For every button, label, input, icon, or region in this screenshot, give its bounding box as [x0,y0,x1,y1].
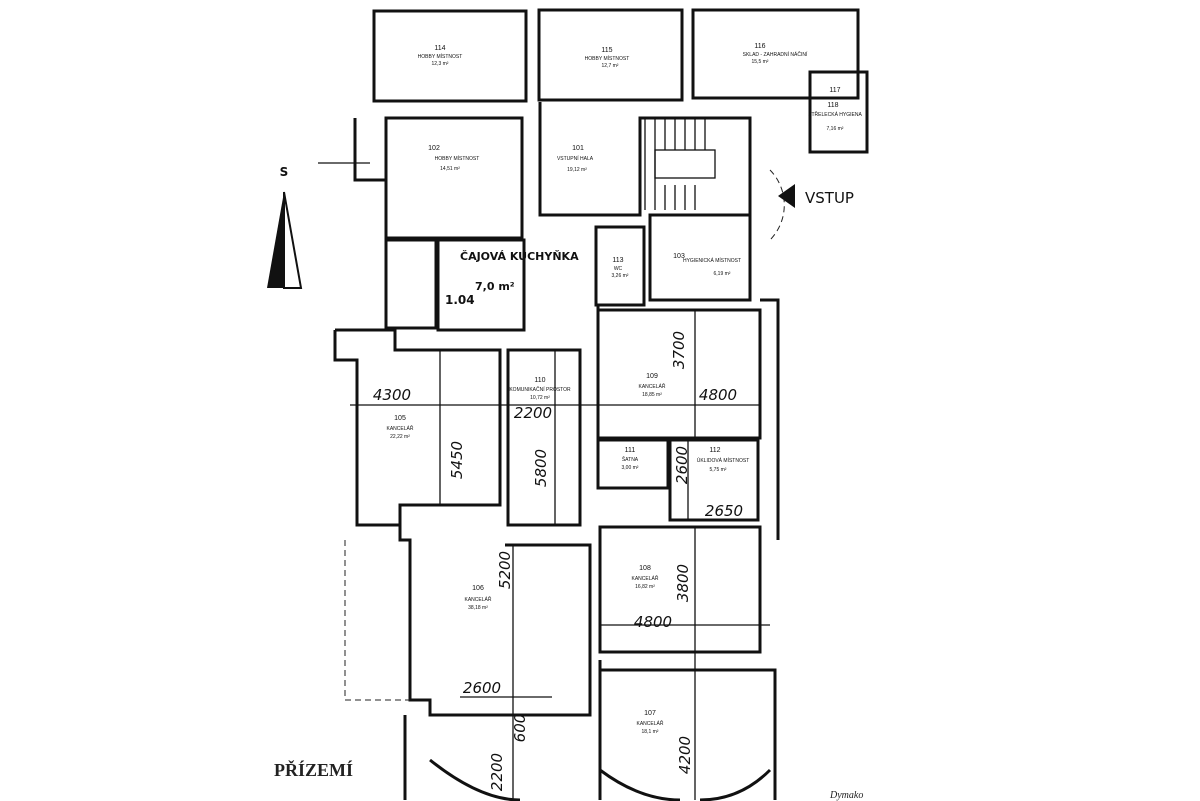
room-text: 111 [625,447,636,454]
dimension-label: 4300 [373,386,411,404]
room-text: 19,12 m² [567,167,587,173]
north-arrow-icon [267,162,370,289]
room-text: KOMUNIKAČNÍ PROSTOR [509,386,571,393]
room-text: 112 [709,447,720,454]
dimension-label: 4200 [676,736,694,774]
room-text: 6,19 m² [714,271,731,277]
room-text: 12,3 m² [432,61,449,67]
room-text: 7,16 m² [827,126,844,132]
room-text: 7,0 m² [475,280,515,293]
room-label-104: ČAJOVÁ KUCHYŇKA 7,0 m² 1.04 [445,250,579,307]
dimension-label: 3800 [674,564,692,602]
dimension-label: 5800 [532,449,550,487]
dimension-label: 2200 [514,404,552,422]
room-text: 118 [827,102,838,109]
signature: Dymako [829,790,863,801]
room-text: 105 [394,415,406,422]
room-text: SKLAD - ZAHRADNÍ NÁČINÍ [743,51,808,58]
room-text: HYGIENICKÁ MÍSTNOST [683,257,741,264]
walls [333,8,869,801]
room-text: 110 [534,377,545,384]
dimension-label: 2200 [488,753,506,791]
dimension-label: 2600 [673,446,691,484]
room-text: 15,5 m² [752,59,769,65]
entrance-label: VSTUP [805,189,854,207]
room-text: KANCELÁŘ [632,574,659,582]
room-text: 18,85 m² [642,392,662,398]
room-text: 3,26 m² [612,273,629,279]
room-text: KANCELÁŘ [465,595,492,603]
room-text: 1.04 [445,293,475,307]
dimension-label: 5200 [496,551,514,589]
room-text: 108 [639,565,651,572]
room-label-117: 117 [829,87,840,94]
room-text: 101 [572,145,584,152]
room-text: 102 [428,145,440,152]
room-text: KANCELÁŘ [637,719,664,727]
dimension-label: 4800 [699,386,737,404]
plan-title: PŘÍZEMÍ [274,759,353,780]
dimension-label: 4800 [634,613,672,631]
room-text: 114 [434,45,445,52]
room-text: HOBBY MÍSTNOST [585,55,630,62]
room-text: 22,22 m² [390,434,410,440]
room-text: 107 [644,710,656,717]
room-text: VSTUPNÍ HALA [557,155,594,162]
dimension-label: 3700 [670,331,688,369]
room-text: 117 [829,87,840,94]
room-text: 12,7 m² [602,63,619,69]
room-text: 3,00 m² [622,465,639,471]
room-text: 109 [646,373,658,380]
room-text: STŘELECKÁ HYGIENA [808,110,862,118]
room-text: 18,1 m² [642,729,659,735]
dimension-label: 5450 [448,441,466,479]
room-text: KANCELÁŘ [639,382,666,390]
room-text: 16,82 m² [635,584,655,590]
room-text: 10,72 m² [530,395,550,401]
room-text: HOBBY MÍSTNOST [435,155,480,162]
room-text: KANCELÁŘ [387,424,414,432]
room-text: 115 [601,47,612,54]
room-text: 116 [754,43,765,50]
room-text: 38,18 m² [468,605,488,611]
room-text: 5,75 m² [710,467,727,473]
room-text: ŠATNA [622,456,639,463]
room-text: HOBBY MÍSTNOST [418,53,463,60]
room-text: ÚKLIDOVÁ MÍSTNOST [697,457,750,464]
dimension-label: 2600 [463,679,501,697]
room-text: 14,51 m² [440,166,460,172]
entrance-arrow-icon [778,184,795,208]
room-text: ČAJOVÁ KUCHYŇKA [460,250,579,263]
dimension-label: 2650 [705,502,743,520]
room-text: WC [614,266,623,272]
room-text: 106 [472,585,484,592]
room-text: 113 [612,257,623,264]
north-label: S [280,165,289,179]
dimension-label: 600 [511,714,529,743]
room-text: 103 [673,253,685,260]
